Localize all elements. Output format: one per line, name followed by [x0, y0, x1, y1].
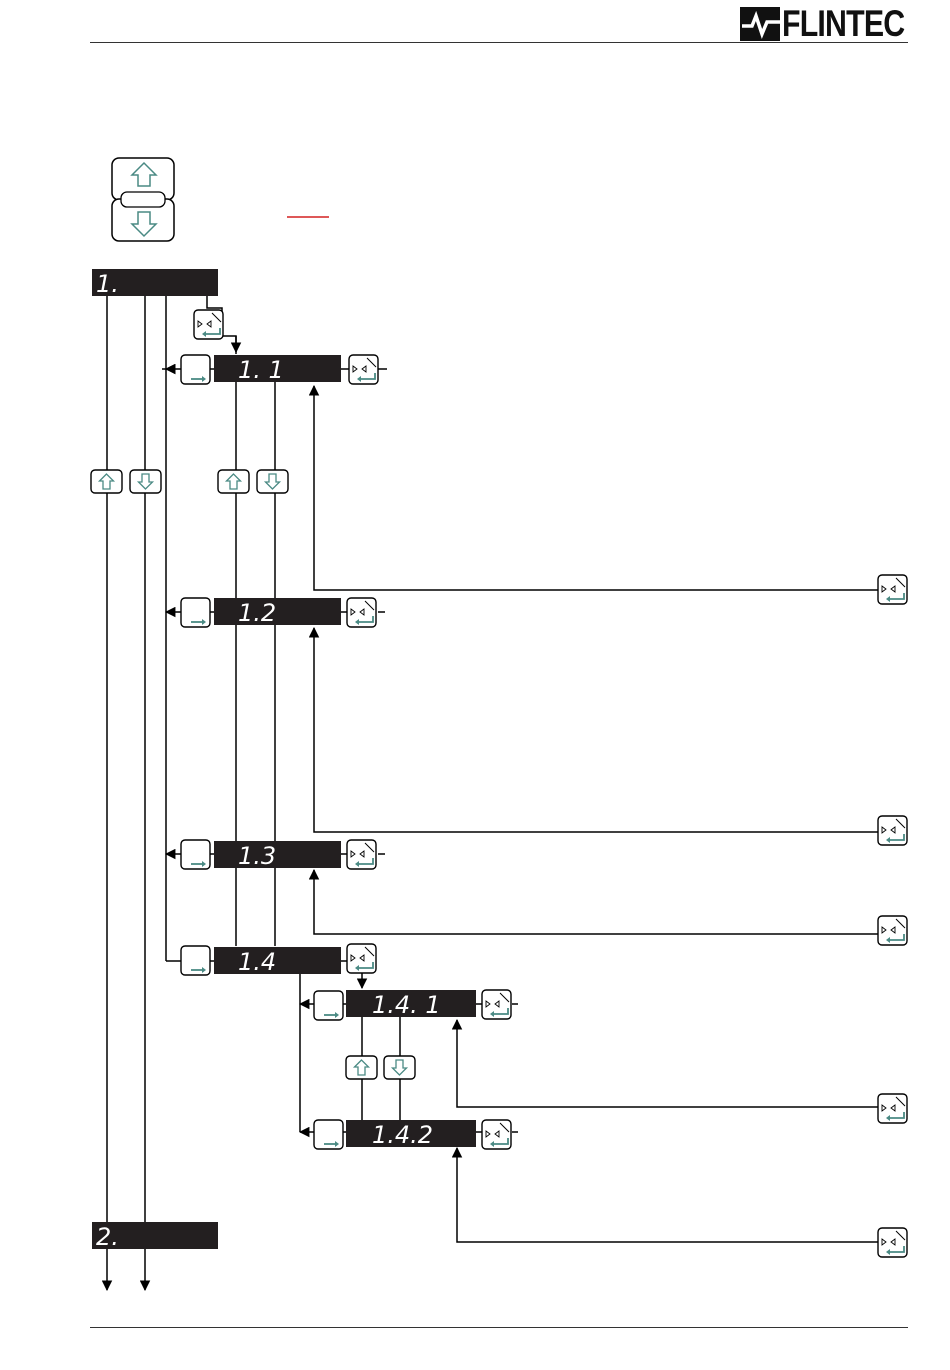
- escape-key-icon[interactable]: [181, 598, 210, 627]
- down-arrow-key-icon[interactable]: [384, 1056, 415, 1079]
- enter-key-icon[interactable]: [347, 840, 376, 869]
- display-1-4: 1.4: [214, 947, 341, 976]
- enter-key-icon[interactable]: [878, 1228, 907, 1257]
- enter-key-icon[interactable]: [482, 990, 511, 1019]
- display-1-2: 1.2: [214, 598, 341, 627]
- enter-key-icon[interactable]: [349, 355, 378, 384]
- display-1-1: 1. 1: [214, 355, 341, 384]
- enter-key-icon[interactable]: [878, 575, 907, 604]
- enter-key-icon[interactable]: [878, 1094, 907, 1123]
- escape-key-icon[interactable]: [181, 946, 210, 975]
- svg-text:1. 1: 1. 1: [238, 356, 284, 384]
- svg-text:1.2: 1.2: [238, 599, 276, 627]
- up-arrow-key-icon[interactable]: [346, 1056, 377, 1079]
- svg-text:1.4: 1.4: [238, 948, 276, 976]
- enter-key-icon[interactable]: [482, 1120, 511, 1149]
- svg-text:1.3: 1.3: [238, 842, 276, 870]
- up-arrow-key-icon[interactable]: [91, 470, 122, 493]
- up-down-key-icon[interactable]: [112, 158, 174, 241]
- display-2: 2.: [92, 1222, 218, 1251]
- enter-key-icon[interactable]: [194, 310, 223, 339]
- up-arrow-key-icon[interactable]: [218, 470, 249, 493]
- down-arrow-key-icon[interactable]: [257, 470, 288, 493]
- svg-text:1.: 1.: [96, 270, 119, 298]
- escape-key-icon[interactable]: [181, 355, 210, 384]
- display-1: 1.: [92, 269, 218, 298]
- svg-text:2.: 2.: [96, 1223, 119, 1251]
- escape-key-icon[interactable]: [314, 991, 343, 1020]
- escape-key-icon[interactable]: [314, 1120, 343, 1149]
- enter-key-icon[interactable]: [347, 944, 376, 973]
- escape-key-icon[interactable]: [181, 840, 210, 869]
- enter-key-icon[interactable]: [878, 816, 907, 845]
- svg-text:1.4. 1: 1.4. 1: [372, 991, 441, 1019]
- display-1-4-2: 1.4.2: [346, 1120, 476, 1149]
- display-1-3: 1.3: [214, 841, 341, 870]
- display-1-4-1: 1.4. 1: [346, 990, 476, 1019]
- svg-text:1.4.2: 1.4.2: [372, 1121, 433, 1149]
- enter-key-icon[interactable]: [347, 598, 376, 627]
- enter-key-icon[interactable]: [878, 916, 907, 945]
- down-arrow-key-icon[interactable]: [130, 470, 161, 493]
